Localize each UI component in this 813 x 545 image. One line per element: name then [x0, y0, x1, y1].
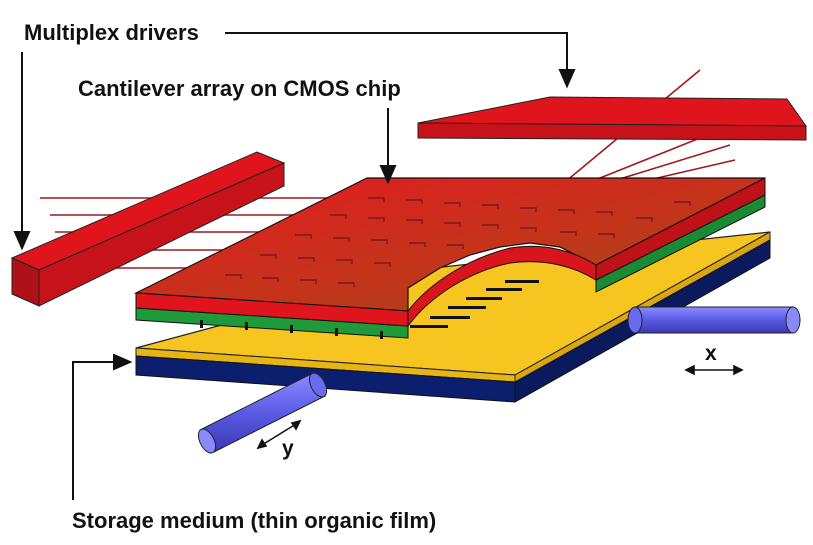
storage-medium-label: Storage medium (thin organic film) [72, 508, 436, 533]
y-actuator-rod [197, 372, 328, 454]
axis-x-arrow [684, 364, 744, 376]
chip-front [135, 292, 409, 327]
multiplex-driver-left [10, 151, 286, 307]
axis-y-label: y [282, 437, 294, 460]
bit-marks [410, 280, 539, 328]
multiplex-driver-right [417, 96, 807, 141]
axis-y-arrow [256, 419, 302, 450]
cantilever-tips [200, 320, 383, 339]
cantilever-pattern [225, 197, 691, 287]
label-arrows [13, 32, 576, 500]
axis-x-label: x [705, 342, 717, 365]
cantilever-array-label: Cantilever array on CMOS chip [78, 76, 401, 101]
chip-right [595, 177, 766, 281]
cmos-chip-green-layer [135, 194, 766, 339]
x-actuator-rod [627, 306, 801, 334]
multiplex-drivers-label: Multiplex drivers [24, 20, 199, 45]
